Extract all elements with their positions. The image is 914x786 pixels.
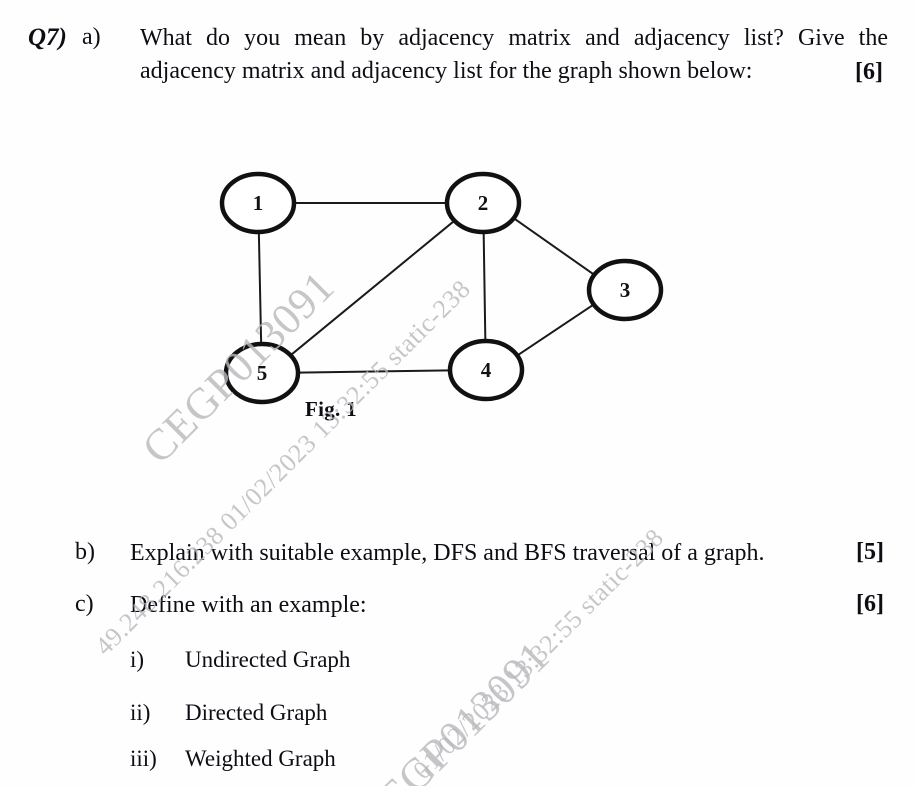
- subitem-directed-graph: ii) Directed Graph: [130, 698, 327, 728]
- question-number: Q7): [28, 24, 67, 51]
- part-a-line-1: What do you mean by adjacency matrix and…: [140, 25, 888, 51]
- graph-node-circle-4: [447, 338, 525, 402]
- question-part-c: c) Define with an example:: [75, 589, 875, 622]
- question-part-b: b) Explain with suitable example, DFS an…: [75, 537, 875, 570]
- graph-node-2: 2: [444, 171, 522, 235]
- question-part-a: Q7) a) What do you mean by adjacency mat…: [28, 22, 888, 88]
- graph-node-label-3: 3: [620, 278, 631, 302]
- graph-nodes: 1 2 3 4 5: [219, 171, 664, 405]
- graph-edge-2-5: [289, 219, 456, 357]
- graph-node-label-1: 1: [253, 191, 264, 215]
- graph-node-circle-1: [219, 171, 297, 235]
- subitem-text-i: Undirected Graph: [185, 647, 351, 672]
- part-b-text: Explain with suitable example, DFS and B…: [130, 540, 765, 566]
- subitem-label-ii: ii): [130, 700, 151, 725]
- marks-part-a: [6]: [855, 59, 883, 85]
- subitem-weighted-graph: iii) Weighted Graph: [130, 744, 336, 774]
- graph-edge-4-5: [296, 369, 452, 374]
- graph-node-circle-2: [444, 171, 522, 235]
- graph-node-label-4: 4: [481, 358, 492, 382]
- part-label-a: a): [82, 24, 101, 50]
- graph-node-4: 4: [447, 338, 525, 402]
- subitem-label-i: i): [130, 647, 145, 672]
- part-label-b: b): [75, 539, 95, 565]
- part-a-text: What do you mean by adjacency matrix and…: [140, 22, 888, 88]
- graph-edge-1-5: [257, 230, 263, 346]
- graph-node-label-2: 2: [478, 191, 489, 215]
- graph-node-circle-5: [223, 341, 301, 405]
- graph-figure: 1 2 3 4 5 Fig. 1: [185, 150, 685, 440]
- graph-node-label-5: 5: [257, 361, 268, 385]
- graph-node-5: 5: [223, 341, 301, 405]
- marks-part-b: [5]: [856, 539, 884, 565]
- part-a-line-2: adjacency matrix and adjacency list for …: [140, 58, 753, 84]
- figure-caption: Fig. 1: [305, 397, 357, 421]
- marks-part-c: [6]: [856, 591, 884, 617]
- graph-edge-2-4: [482, 230, 487, 343]
- subitem-text-iii: Weighted Graph: [185, 746, 336, 771]
- subitem-text-ii: Directed Graph: [185, 700, 328, 725]
- subitem-label-iii: iii): [130, 746, 157, 771]
- part-c-text: Define with an example:: [130, 592, 367, 618]
- graph-edge-3-4: [516, 303, 595, 357]
- graph-node-circle-3: [586, 258, 664, 322]
- subitem-undirected-graph: i) Undirected Graph: [130, 645, 350, 675]
- graph-edge-2-3: [512, 217, 596, 276]
- graph-edges: [257, 202, 596, 374]
- graph-diagram-svg: 1 2 3 4 5: [219, 171, 664, 405]
- graph-node-1: 1: [219, 171, 297, 235]
- part-label-c: c): [75, 591, 94, 617]
- graph-node-3: 3: [586, 258, 664, 322]
